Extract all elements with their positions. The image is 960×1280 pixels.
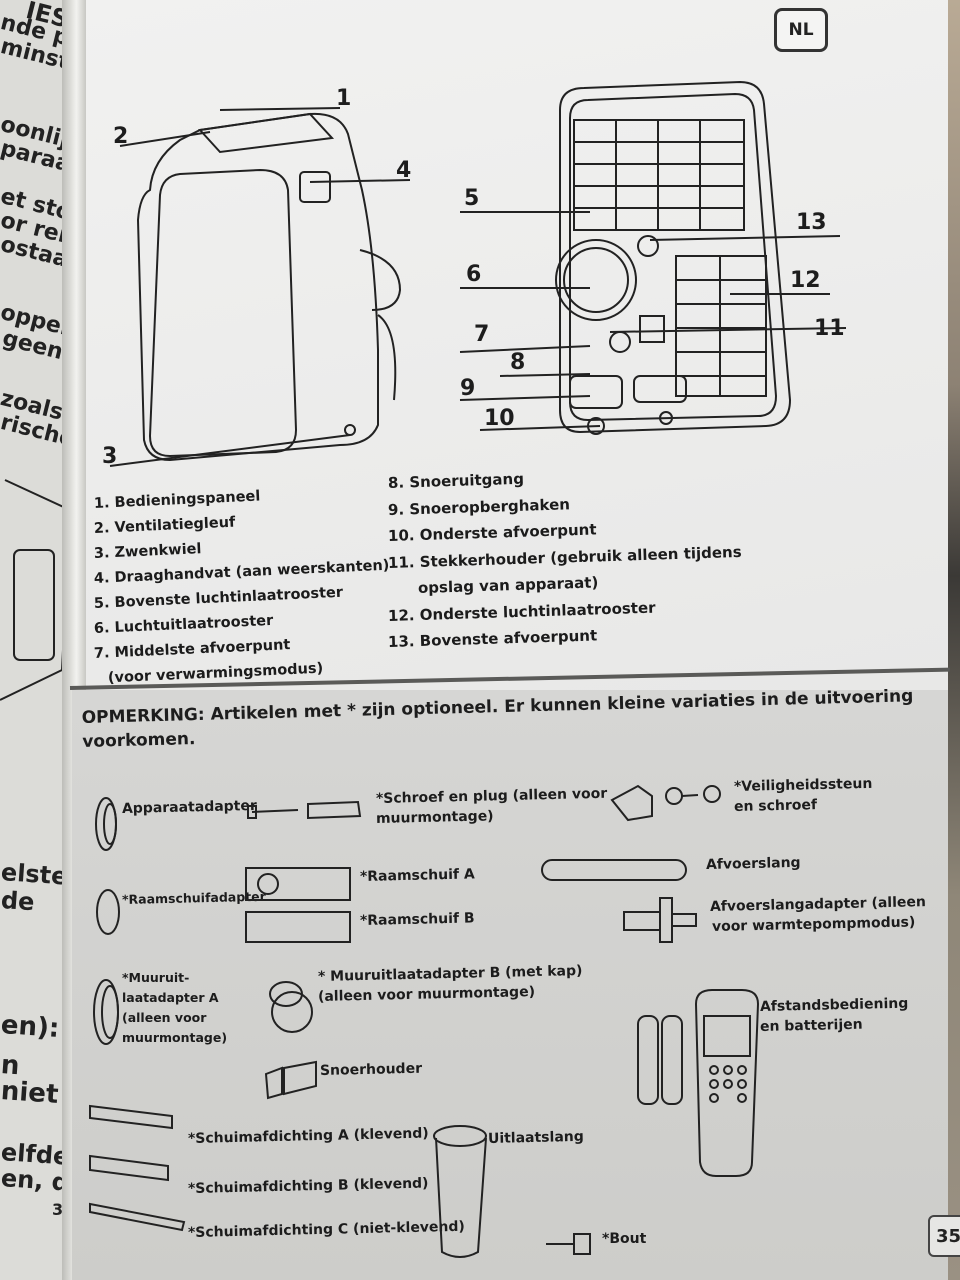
apparaatadapter-label: Apparaatadapter (121, 797, 257, 817)
safety-bracket-icon (610, 784, 721, 822)
callout-13: 13 (796, 210, 827, 235)
remote-batteries-icon (637, 989, 760, 1177)
veiligheid-label-1: *Veiligheidssteun (733, 775, 873, 795)
snoerhouder-label: Snoerhouder (319, 1060, 423, 1079)
left-text: niet (0, 1076, 60, 1110)
afvoerslang-icon (541, 859, 687, 881)
page-number: 35 (928, 1215, 960, 1257)
apparaatadapter-icon (95, 797, 117, 851)
page-lower-section (72, 690, 948, 1280)
muuruit-label-2: laatadapter A (122, 990, 219, 1005)
snoerhouder-icon (264, 1060, 317, 1100)
muuruitlaatadapter-b-icon (269, 981, 313, 1033)
callout-12: 12 (790, 268, 821, 293)
muuruit-label-3: (alleen voor (122, 1010, 207, 1025)
back-callout-lines (459, 211, 847, 431)
callout-7: 7 (474, 322, 490, 347)
callout-10: 10 (484, 406, 515, 431)
schroef-plug-label-2: muurmontage) (375, 808, 494, 827)
raamschuifadapter-label: *Raamschuifadapter (121, 888, 266, 907)
parts-list-left: 1. Bedieningspaneel 2. Ventilatiegleuf 3… (94, 488, 390, 692)
callout-2: 2 (113, 124, 129, 149)
raamschuifadapter-icon (96, 889, 120, 935)
afstandsbediening-label-1: Afstandsbediening (759, 995, 909, 1015)
veiligheid-label-2: en schroef (733, 797, 818, 815)
afstandsbediening-label-2: en batterijen (759, 1016, 863, 1035)
raamschuif-b-label: *Raamschuif B (359, 910, 475, 929)
callout-3: 3 (102, 444, 118, 469)
left-text: de (0, 886, 36, 917)
callout-4: 4 (396, 158, 412, 183)
callout-8: 8 (510, 350, 526, 375)
uitlaatslang-label: Uitlaatslang (487, 1128, 584, 1147)
muuruit-label-1: *Muuruit- (122, 970, 190, 985)
callout-6: 6 (466, 262, 482, 287)
language-badge: NL (774, 8, 828, 52)
foam-seal-icons (89, 1104, 186, 1232)
raamschuif-a-label: *Raamschuif A (359, 866, 475, 885)
unit-front-illustration (136, 112, 402, 462)
raamschuif-b-icon (245, 911, 351, 943)
bout-label: *Bout (602, 1231, 647, 1247)
uitlaatslang-icon (433, 1125, 487, 1258)
afvoerslangadapter-icon (623, 897, 697, 943)
front-callout-lines (109, 107, 411, 467)
callout-1: 1 (336, 86, 352, 111)
callout-9: 9 (460, 376, 476, 401)
bout-icon (546, 1233, 591, 1255)
left-text: en): (0, 1010, 61, 1045)
callout-11: 11 (814, 316, 845, 341)
parts-list-right: 8. Snoeruitgang 9. Snoeropberghaken 10. … (388, 470, 742, 656)
muuruit-label-4: muurmontage) (122, 1030, 228, 1045)
unit-back-illustration (555, 80, 792, 435)
muuruitlaatadapter-a-icon (93, 979, 119, 1045)
left-text: 3 (52, 1200, 64, 1219)
callout-5: 5 (464, 186, 480, 211)
afvoerslang-label: Afvoerslang (705, 854, 801, 873)
raamschuif-a-icon (245, 867, 351, 901)
screw-plug-icon (247, 800, 362, 820)
page-upper-section (86, 0, 948, 690)
